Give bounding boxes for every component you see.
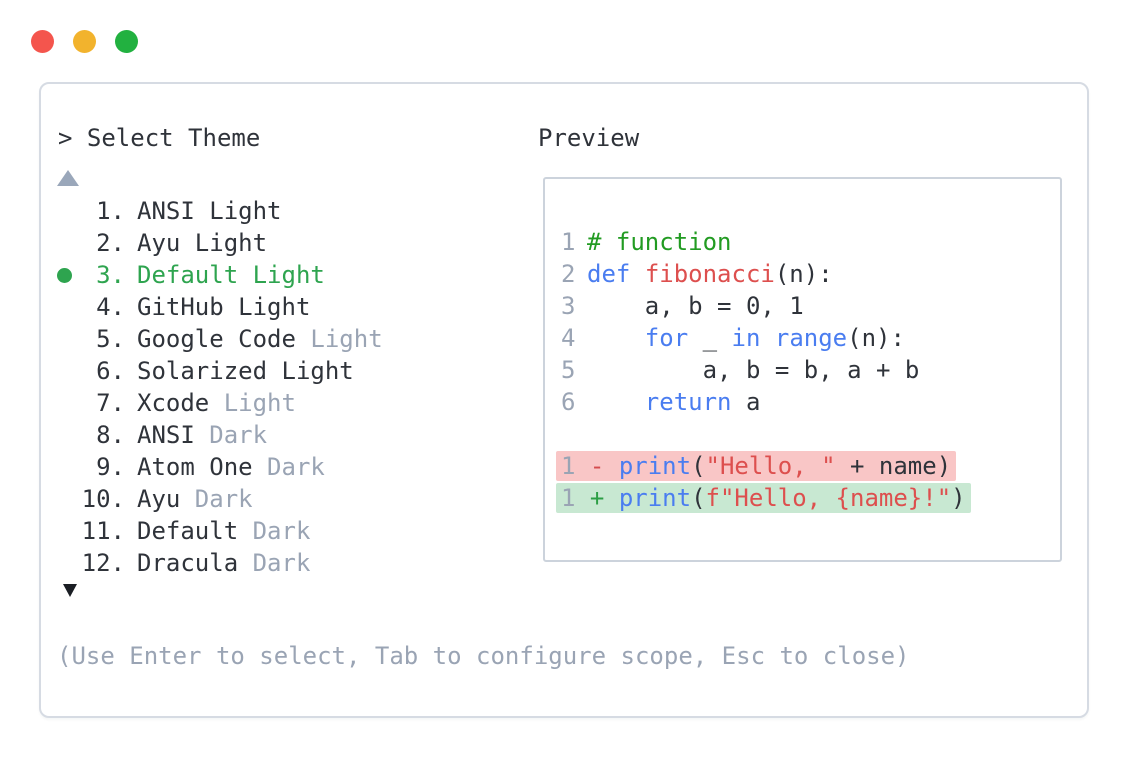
theme-item-label: Xcode Light xyxy=(137,389,296,417)
code-line: 3 a, b = 0, 1 xyxy=(561,292,804,320)
theme-item-number: 11. xyxy=(81,517,125,545)
close-button[interactable] xyxy=(31,30,54,53)
code-line: 4 for _ in range(n): xyxy=(561,324,905,352)
theme-item[interactable]: 5. Google Code Light xyxy=(55,323,383,355)
theme-item[interactable]: 12. Dracula Dark xyxy=(55,547,383,579)
line-number: 6 xyxy=(561,388,576,416)
code-line: 5 a, b = b, a + b xyxy=(561,356,920,384)
keyboard-hint: (Use Enter to select, Tab to configure s… xyxy=(57,642,910,670)
diff-line-added: 1 + print(f"Hello, {name}!") xyxy=(556,482,1060,514)
code-line: 6 return a xyxy=(561,388,761,416)
theme-item-number: 10. xyxy=(81,485,125,513)
theme-item-label: Default Dark xyxy=(137,517,311,545)
diff-highlight: 1 - print("Hello, " + name) xyxy=(556,451,957,481)
zoom-button[interactable] xyxy=(115,30,138,53)
theme-item[interactable]: 8. ANSI Dark xyxy=(55,419,383,451)
scroll-up-icon[interactable] xyxy=(57,170,79,186)
theme-item[interactable]: 6. Solarized Light xyxy=(55,355,383,387)
line-number: 1 xyxy=(561,228,576,256)
line-number: 5 xyxy=(561,356,576,384)
theme-item[interactable]: 9. Atom One Dark xyxy=(55,451,383,483)
theme-item-number: 7. xyxy=(96,389,125,417)
selected-dot-icon xyxy=(57,267,72,283)
code-line xyxy=(561,418,1060,450)
theme-item[interactable]: 7. Xcode Light xyxy=(55,387,383,419)
line-number: 3 xyxy=(561,292,576,320)
theme-item-label: Ayu Light xyxy=(137,229,268,257)
theme-item-label: GitHub Light xyxy=(137,293,311,321)
theme-item-label: ANSI Dark xyxy=(137,421,268,449)
theme-item-number: 2. xyxy=(96,229,125,257)
theme-item-label: Google Code Light xyxy=(137,325,383,353)
theme-item-label: Solarized Light xyxy=(137,357,354,385)
code-line: 1# function xyxy=(561,228,732,256)
theme-item-number: 4. xyxy=(96,293,125,321)
theme-item-number: 1. xyxy=(96,197,125,225)
theme-item-number: 3. xyxy=(96,261,125,289)
theme-item-label: Dracula Dark xyxy=(137,549,311,577)
theme-item-number: 9. xyxy=(96,453,125,481)
theme-item[interactable]: 3. Default Light xyxy=(55,259,383,291)
theme-item-label: Atom One Dark xyxy=(137,453,325,481)
theme-item-label: Default Light xyxy=(137,261,325,289)
line-number: 4 xyxy=(561,324,576,352)
theme-item[interactable]: 2. Ayu Light xyxy=(55,227,383,259)
window-controls xyxy=(31,30,138,53)
theme-picker-panel: > Select Theme Preview 1. ANSI Light 2. Ayu… xyxy=(39,82,1089,718)
selected-indicator xyxy=(55,267,81,283)
theme-item-label: ANSI Light xyxy=(137,197,282,225)
theme-item-number: 5. xyxy=(96,325,125,353)
theme-item[interactable]: 10. Ayu Dark xyxy=(55,483,383,515)
diff-highlight: 1 + print(f"Hello, {name}!") xyxy=(556,483,971,513)
theme-item-number: 6. xyxy=(96,357,125,385)
theme-item[interactable]: 1. ANSI Light xyxy=(55,195,383,227)
scroll-down-icon[interactable] xyxy=(63,584,77,597)
theme-item[interactable]: 4. GitHub Light xyxy=(55,291,383,323)
theme-item-label: Ayu Dark xyxy=(137,485,253,513)
theme-item-number: 12. xyxy=(81,549,125,577)
preview-label: Preview xyxy=(538,124,640,152)
diff-line-removed: 1 - print("Hello, " + name) xyxy=(556,450,1060,482)
palette-title: > Select Theme xyxy=(58,124,261,152)
theme-item[interactable]: 11. Default Dark xyxy=(55,515,383,547)
minimize-button[interactable] xyxy=(73,30,96,53)
line-number: 2 xyxy=(561,260,576,288)
theme-item-number: 8. xyxy=(96,421,125,449)
